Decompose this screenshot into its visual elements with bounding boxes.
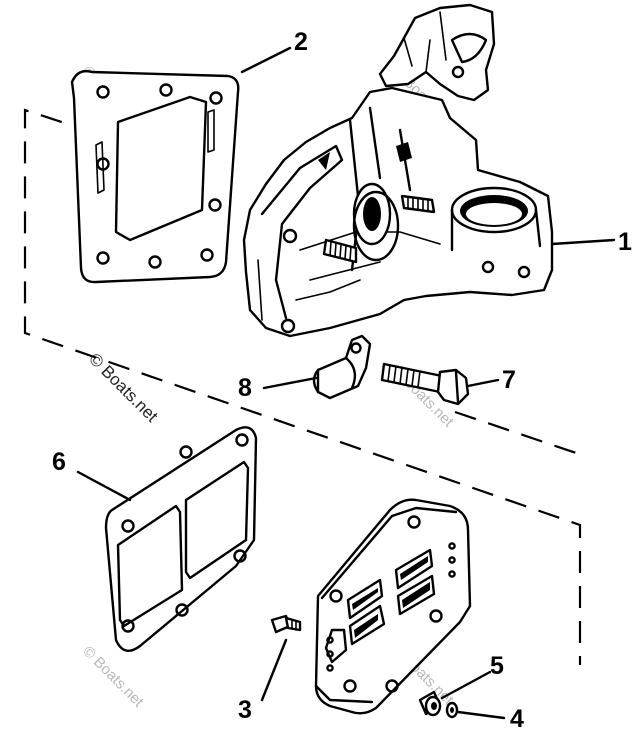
bolt-hole (517, 265, 531, 279)
washer (445, 701, 459, 719)
bolt-hole (96, 251, 110, 265)
bolt-hole (235, 433, 249, 447)
callout-5: 5 (490, 652, 504, 680)
cover-plate (314, 498, 472, 715)
bushing (418, 690, 442, 717)
bolt-hole (481, 260, 495, 274)
bolt-hole (96, 85, 110, 99)
callout-2: 2 (294, 28, 308, 56)
assembly-outline-dashed (23, 108, 583, 665)
bolt-hole (451, 65, 465, 79)
stud (322, 238, 358, 264)
callout-labels: 1 2 3 4 5 6 7 8 (52, 28, 632, 730)
bolt-hole (175, 603, 189, 617)
bolt-hole (148, 255, 162, 269)
bolt-hole (329, 589, 343, 603)
callout-8: 8 (238, 374, 252, 402)
callout-7: 7 (502, 366, 516, 394)
bolt-hole (429, 609, 443, 623)
callout-3: 3 (238, 696, 252, 724)
bolt-hole (200, 248, 214, 262)
watermark: © Boats.net (79, 643, 147, 711)
bolt-hole (159, 83, 173, 97)
stud (400, 194, 436, 214)
adaptor-housing (242, 3, 554, 338)
leader-lines (76, 46, 616, 720)
bolt-hole (385, 679, 399, 693)
bolt-hole (407, 515, 421, 529)
bolt-hole (96, 157, 110, 171)
screw (380, 362, 470, 406)
lower-gasket (104, 426, 258, 652)
clip (312, 334, 372, 400)
callout-6: 6 (52, 448, 66, 476)
bolt-hole (121, 519, 135, 533)
bolt-hole (233, 549, 247, 563)
bolt-hole (121, 619, 135, 633)
bolt-hole (208, 198, 222, 212)
callout-1: 1 (618, 228, 632, 256)
upper-gasket (70, 69, 240, 284)
bolt-hole (280, 318, 296, 334)
watermark-dark: © Boats.net (85, 349, 162, 426)
bolt-hole (282, 228, 298, 244)
bolt-hole (343, 679, 357, 693)
callout-4: 4 (510, 705, 524, 730)
bolt-hole (209, 91, 223, 105)
small-screw (270, 614, 302, 634)
bolt-hole (179, 445, 193, 459)
